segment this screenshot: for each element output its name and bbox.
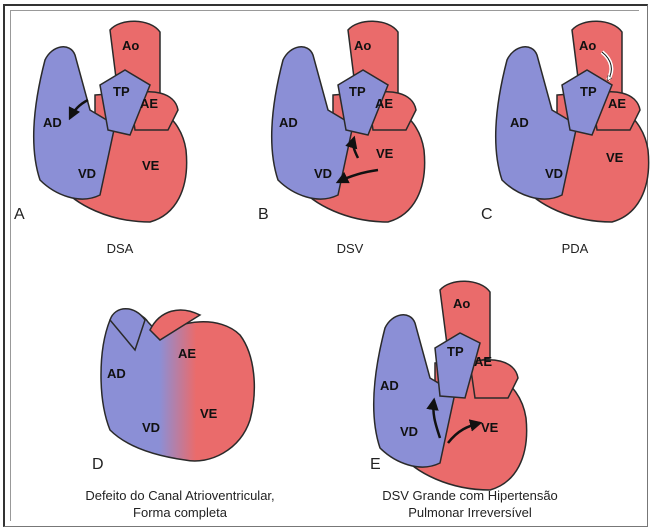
caption-d-line1: Defeito do Canal Atrioventricular,	[60, 487, 300, 504]
caption-a: DSA	[80, 240, 160, 257]
panel-letter-b: B	[258, 206, 269, 224]
caption-b: DSV	[310, 240, 390, 257]
label-ao-a: Ao	[122, 38, 139, 53]
label-vd-a: VD	[78, 166, 96, 181]
label-tp-c: TP	[580, 84, 597, 99]
panel-letter-d: D	[92, 456, 104, 474]
label-vd-c: VD	[545, 166, 563, 181]
label-ad-d: AD	[107, 366, 126, 381]
label-ve-a: VE	[142, 158, 160, 173]
right-heart-shape	[496, 47, 577, 199]
label-ad-a: AD	[43, 115, 62, 130]
label-ao-c: Ao	[579, 38, 596, 53]
caption-d: Defeito do Canal Atrioventricular, Forma…	[60, 487, 300, 521]
label-vd-b: VD	[314, 166, 332, 181]
label-ve-c: VE	[606, 150, 624, 165]
label-ae-e: AE	[474, 354, 492, 369]
panel-letter-c: C	[481, 206, 493, 224]
label-ad-e: AD	[380, 378, 399, 393]
label-ao-e: Ao	[453, 296, 470, 311]
label-ve-b: VE	[376, 146, 394, 161]
label-ad-b: AD	[279, 115, 298, 130]
caption-e: DSV Grande com Hipertensão Pulmonar Irre…	[355, 487, 585, 521]
label-tp-b: TP	[349, 84, 366, 99]
label-tp-a: TP	[113, 84, 130, 99]
caption-c: PDA	[535, 240, 615, 257]
panel-letter-e: E	[370, 456, 381, 474]
panel-letter-a: A	[14, 206, 25, 224]
label-ad-c: AD	[510, 115, 529, 130]
label-ae-a: AE	[140, 96, 158, 111]
label-ae-b: AE	[375, 96, 393, 111]
label-vd-d: VD	[142, 420, 160, 435]
label-tp-e: TP	[447, 344, 464, 359]
label-ve-d: VE	[200, 406, 218, 421]
label-ae-d: AE	[178, 346, 196, 361]
label-vd-e: VD	[400, 424, 418, 439]
caption-d-line2: Forma completa	[60, 504, 300, 521]
label-ao-b: Ao	[354, 38, 371, 53]
caption-e-line1: DSV Grande com Hipertensão	[355, 487, 585, 504]
label-ve-e: VE	[481, 420, 499, 435]
label-ae-c: AE	[608, 96, 626, 111]
caption-e-line2: Pulmonar Irreversível	[355, 504, 585, 521]
heart-panel-d	[101, 309, 254, 461]
